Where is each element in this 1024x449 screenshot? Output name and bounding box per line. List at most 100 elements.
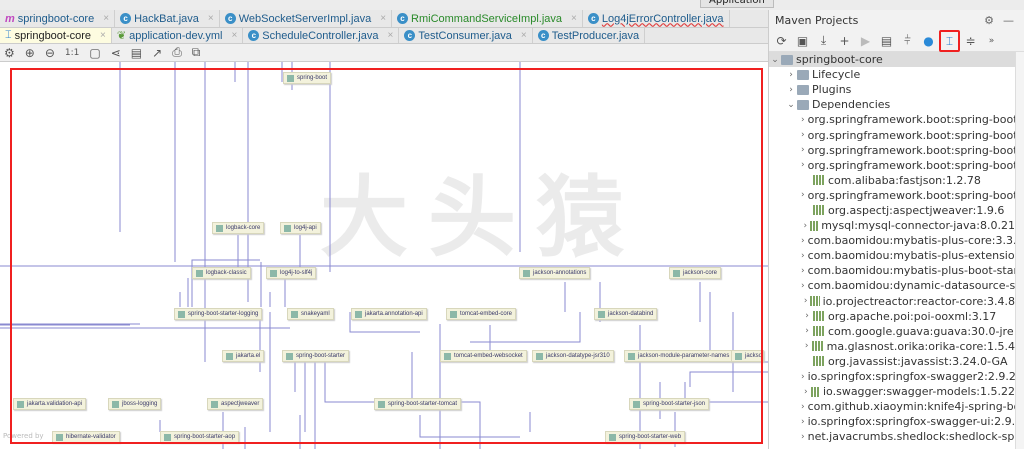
close-icon[interactable]: × xyxy=(100,30,106,41)
diagram-node[interactable]: tomcat-embed-websocket xyxy=(440,350,527,362)
diagram-node[interactable]: tomcat-embed-core xyxy=(446,308,517,320)
chevron-right-icon[interactable]: › xyxy=(805,326,809,337)
run-maven-goal-icon[interactable]: ▤ xyxy=(880,33,893,48)
chevron-right-icon[interactable]: › xyxy=(801,265,805,276)
diagram-node[interactable]: jackson-datatype-jsr310 xyxy=(532,350,614,362)
chevron-right-icon[interactable]: › xyxy=(801,280,805,291)
diagram-node[interactable]: spring-boot-starter-tomcat xyxy=(374,398,462,410)
scrollbar[interactable] xyxy=(1015,52,1024,449)
collapse-all-icon[interactable]: ≑ xyxy=(965,33,976,48)
diagram-node[interactable]: logback-classic xyxy=(192,267,251,279)
chevron-right-icon[interactable]: › xyxy=(801,190,805,201)
copy-icon[interactable]: ⧉ xyxy=(191,45,201,59)
chevron-right-icon[interactable]: › xyxy=(804,341,809,352)
dependency-item[interactable]: ›com.baomidou:mybatis-plus-core:3.3.2 xyxy=(801,234,1015,248)
skip-tests-icon[interactable]: ● xyxy=(923,33,934,48)
dependency-item[interactable]: ›io.projectreactor:reactor-core:3.4.8 xyxy=(769,294,1015,309)
diagram-node[interactable]: jackson-annotations xyxy=(519,267,591,279)
diagram-node[interactable]: jackson-core xyxy=(669,267,722,279)
dependency-item[interactable]: ›org.apache.poi:poi-ooxml:3.17 xyxy=(769,309,1015,324)
zoom-in-icon[interactable]: ⊕ xyxy=(24,45,35,60)
dependency-item[interactable]: ›com.google.guava:guava:30.0-jre xyxy=(769,324,1015,339)
dependency-item[interactable]: ›org.springframework.boot:spring-boot-s xyxy=(801,143,1015,157)
show-dependencies-icon[interactable]: ⌶ xyxy=(939,29,960,52)
chevron-right-icon[interactable]: › xyxy=(801,401,805,412)
dependency-item[interactable]: ›io.springfox:springfox-swagger2:2.9.2 xyxy=(801,370,1015,384)
chevron-right-icon[interactable]: › xyxy=(801,431,805,442)
tree-root[interactable]: ⌄springboot-core xyxy=(769,52,1015,68)
diagram-node[interactable]: jackso xyxy=(731,350,765,362)
diagram-node[interactable]: spring-boot xyxy=(283,72,332,84)
diagram-node[interactable]: spring-boot-starter-json xyxy=(629,398,710,410)
chevron-right-icon[interactable]: › xyxy=(789,84,793,95)
generate-sources-icon[interactable]: ▣ xyxy=(796,33,809,48)
dependency-item[interactable]: ›io.springfox:springfox-swagger-ui:2.9.2 xyxy=(801,415,1015,429)
fit-content-icon[interactable]: ▢ xyxy=(89,45,101,60)
dependency-item[interactable]: ›io.swagger:swagger-models:1.5.22 xyxy=(769,384,1015,399)
run-config-selector[interactable]: Application xyxy=(700,0,774,8)
chevron-right-icon[interactable]: › xyxy=(803,296,808,307)
dependency-item[interactable]: ›org.springframework.boot:spring-boot-s xyxy=(801,158,1015,172)
close-icon[interactable]: × xyxy=(571,13,577,24)
close-icon[interactable]: × xyxy=(387,30,394,41)
diagram-node[interactable]: jakarta.el xyxy=(222,350,265,362)
tree-item-lifecycle[interactable]: ›Lifecycle xyxy=(769,67,1015,82)
close-icon[interactable]: × xyxy=(231,30,238,41)
dependency-item[interactable]: ›mysql:mysql-connector-java:8.0.21 xyxy=(769,218,1016,233)
diagram-node[interactable]: jboss-logging xyxy=(108,398,162,410)
chevron-right-icon[interactable]: › xyxy=(789,69,793,80)
more-icon[interactable]: » xyxy=(988,35,995,46)
zoom-out-icon[interactable]: ⊖ xyxy=(44,45,55,60)
chevron-right-icon[interactable]: › xyxy=(801,145,805,156)
diagram-node[interactable]: log4j-to-slf4j xyxy=(266,267,317,279)
chevron-right-icon[interactable]: › xyxy=(801,130,805,141)
toggle-offline-icon[interactable]: ⫩ xyxy=(904,33,911,47)
layout-icon[interactable]: ⋖ xyxy=(110,45,121,60)
chevron-down-icon[interactable]: ⌄ xyxy=(787,99,795,110)
chevron-down-icon[interactable]: ⌄ xyxy=(771,54,779,65)
save-icon[interactable]: ▤ xyxy=(130,45,143,60)
tab-application-dev-yml[interactable]: ❦application-dev.yml× xyxy=(112,28,244,43)
close-icon[interactable]: × xyxy=(207,13,214,24)
run-icon[interactable]: ▶ xyxy=(860,33,871,48)
chevron-right-icon[interactable]: › xyxy=(801,250,805,261)
dependency-item[interactable]: ›org.springframework.boot:spring-boot-s xyxy=(801,113,1015,127)
reimport-icon[interactable]: ⟳ xyxy=(776,33,787,48)
dependency-item[interactable]: ›com.baomidou:dynamic-datasource-sprin xyxy=(801,279,1015,293)
diagram-node[interactable]: log4j-api xyxy=(280,222,321,234)
dependency-item[interactable]: com.alibaba:fastjson:1.2.78 xyxy=(769,173,1015,188)
dependency-item[interactable]: org.aspectj:aspectjweaver:1.9.6 xyxy=(769,203,1015,218)
gear-icon[interactable]: ⚙ xyxy=(984,13,994,27)
diagram-node[interactable]: logback-core xyxy=(212,222,265,234)
chevron-right-icon[interactable]: › xyxy=(801,235,805,246)
tab-springboot-core-diagram[interactable]: ⌶springboot-core× xyxy=(0,28,112,43)
dependency-item[interactable]: ›ma.glasnost.orika:orika-core:1.5.4 xyxy=(769,339,1015,354)
diagram-node[interactable]: jakarta.annotation-api xyxy=(351,308,427,320)
chevron-right-icon[interactable]: › xyxy=(801,114,805,125)
chevron-right-icon[interactable]: › xyxy=(803,386,808,397)
diagram-node[interactable]: spring-boot-starter-logging xyxy=(174,308,263,320)
chevron-right-icon[interactable]: › xyxy=(801,416,805,427)
actual-size-button[interactable]: 1:1 xyxy=(64,47,80,58)
dependency-item[interactable]: ›com.github.xiaoymin:knife4j-spring-boot xyxy=(801,400,1015,414)
diagram-node[interactable]: aspectjweaver xyxy=(207,398,264,410)
chevron-right-icon[interactable]: › xyxy=(801,371,805,382)
dependency-item[interactable]: org.javassist:javassist:3.24.0-GA xyxy=(769,354,1015,369)
diagram-node[interactable]: spring-boot-starter xyxy=(282,350,350,362)
diagram-node[interactable]: jakarta.validation-api xyxy=(13,398,87,410)
tree-item-plugins[interactable]: ›Plugins xyxy=(769,82,1015,97)
dependency-item[interactable]: ›com.baomidou:mybatis-plus-extension:3 xyxy=(801,249,1015,263)
dependency-item[interactable]: ›com.baomidou:mybatis-plus-boot-starte xyxy=(801,264,1015,278)
download-icon[interactable]: ⤓ xyxy=(820,33,827,47)
chevron-right-icon[interactable]: › xyxy=(803,220,808,231)
close-icon[interactable]: × xyxy=(520,30,527,41)
dependency-item[interactable]: ›org.springframework.boot:spring-boot-s xyxy=(801,128,1015,142)
